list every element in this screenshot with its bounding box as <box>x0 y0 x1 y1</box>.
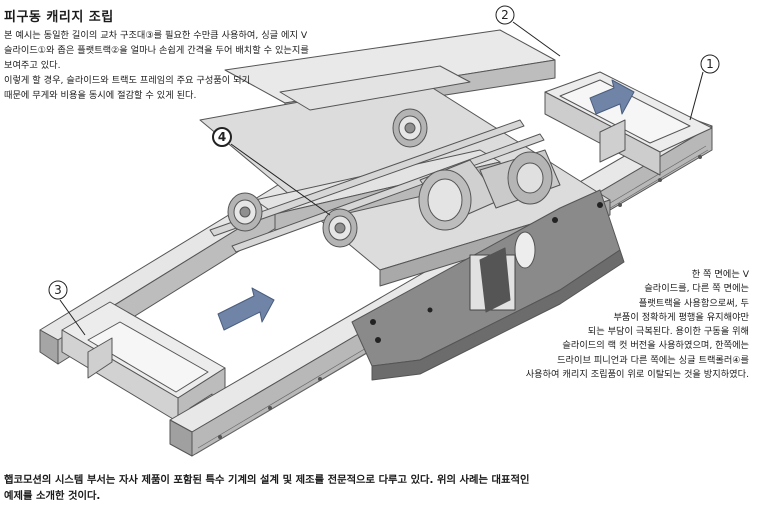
drive-side-plate <box>351 189 625 381</box>
track-roller-front <box>322 208 358 248</box>
svg-text:2: 2 <box>501 8 509 22</box>
side-note-text: 한 쪽 면에는 V 슬라이드를, 다른 쪽 면에는 플랫트랙을 사용함으로써, … <box>462 268 749 382</box>
svg-text:3: 3 <box>54 283 62 297</box>
svg-text:1: 1 <box>706 57 714 71</box>
track-roller-back <box>392 108 428 148</box>
footer-line: 예제를 소개한 것이다. <box>4 490 101 502</box>
side-note-line: 사용하여 캐리지 조립품이 위로 이탈되는 것을 방지하였다. <box>525 369 749 381</box>
intro-text: 본 예시는 동일한 길이의 교차 구조대③를 필요한 수만큼 사용하여, 싱글 … <box>4 29 449 104</box>
cross-frame-right <box>544 71 713 176</box>
plate-bolts <box>370 202 603 343</box>
callout-leaders <box>59 21 704 336</box>
side-note-line: 플랫트랙을 사용함으로써, 두 <box>638 297 749 309</box>
callout-2: 2 <box>495 5 515 25</box>
intro-line: 때문에 무게와 비용을 동시에 절감할 수 있게 된다. <box>4 90 197 101</box>
svg-text:4: 4 <box>218 130 226 144</box>
side-note-line: 되는 부담이 극복된다. 용이한 구동을 위해 <box>587 326 749 338</box>
footer-text: 햅코모션의 시스템 부서는 자사 제품이 포함된 특수 기계의 설계 및 제조를… <box>4 472 756 504</box>
cross-frame-left <box>61 301 226 435</box>
page-title: 피구동 캐리지 조립 <box>4 10 114 25</box>
callout-1: 1 <box>700 54 720 74</box>
side-note-line: 한 쪽 면에는 V <box>691 269 749 280</box>
footer-line: 햅코모션의 시스템 부서는 자사 제품이 포함된 특수 기계의 설계 및 제조를… <box>4 474 530 486</box>
direction-arrow-left <box>217 287 275 331</box>
direction-arrow-right <box>589 79 635 115</box>
callout-3: 3 <box>48 280 68 300</box>
intro-line: 본 예시는 동일한 길이의 교차 구조대③를 필요한 수만큼 사용하여, 싱글 … <box>4 30 308 41</box>
side-note-line: 슬라이드를, 다른 쪽 면에는 <box>644 283 749 295</box>
callout-4: 4 <box>212 127 232 147</box>
intro-line: 이렇게 할 경우, 슬라이드와 트랙도 프레임의 주요 구성품이 되기 <box>4 75 251 86</box>
side-note-line: 슬라이드의 랙 컷 버전을 사용하였으며, 한쪽에는 <box>562 340 749 352</box>
side-note-line: 부품이 정확하게 평행을 유지해야만 <box>613 311 749 323</box>
drive-motor <box>418 149 561 231</box>
track-roller-left <box>227 192 263 232</box>
intro-line: 슬라이드①와 좁은 플랫트랙②을 얼마나 손쉽게 간격을 두어 배치할 수 있는… <box>4 45 309 56</box>
intro-line: 보여주고 있다. <box>4 60 61 71</box>
side-note-line: 드라이브 피니언과 다른 쪽에는 싱글 트랙롤러④를 <box>557 354 749 366</box>
